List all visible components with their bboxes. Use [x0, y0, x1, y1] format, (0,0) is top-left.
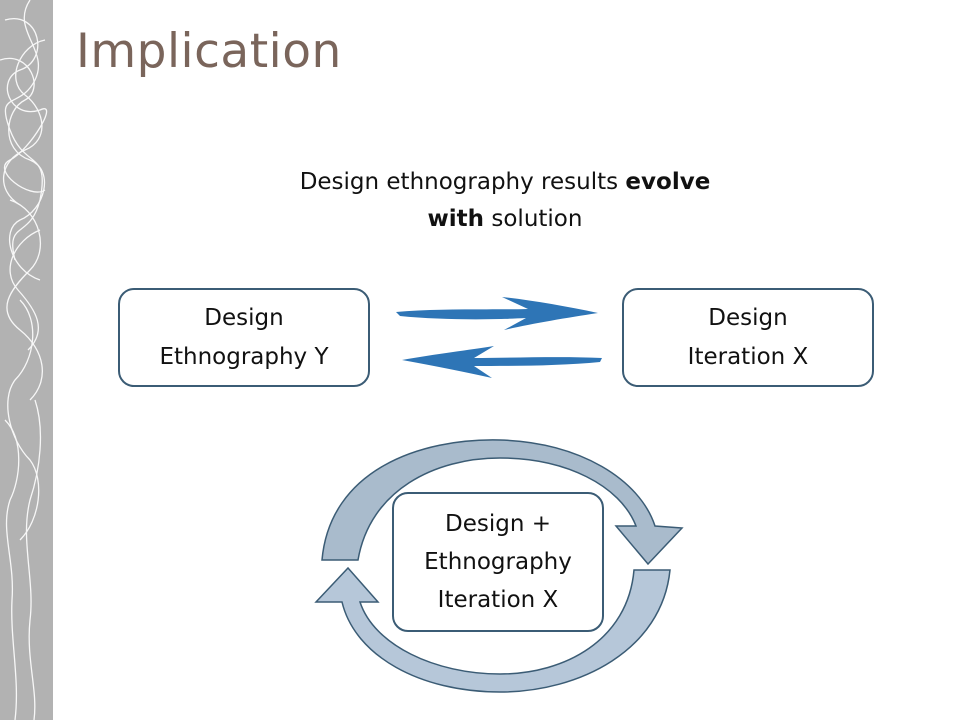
decorative-sidebar — [0, 0, 53, 720]
box-label-line: Iteration X — [437, 587, 559, 613]
box-label-line: Design — [204, 304, 284, 331]
design-iteration-box: Design Iteration X — [622, 288, 874, 387]
box-label-line: Design — [708, 304, 788, 331]
right-arrow-icon — [396, 297, 598, 330]
cycle-arrow-top-icon — [321, 439, 684, 566]
design-plus-ethnography-box: Design + Ethnography Iteration X — [392, 492, 604, 632]
exchange-arrows — [396, 297, 602, 378]
squiggle-pattern — [0, 0, 48, 720]
design-ethnography-box: Design Ethnography Y — [118, 288, 370, 387]
cycle-arrow-bottom-icon — [314, 566, 671, 693]
subtitle-bold-1: evolve — [625, 169, 711, 195]
slide-subtitle: Design ethnography results evolve with s… — [255, 164, 755, 238]
box-label-line: Ethnography Y — [159, 343, 329, 370]
box-label-line: Iteration X — [687, 343, 809, 370]
subtitle-text-1: Design ethnography results — [299, 169, 626, 195]
box-label-line: Design + — [445, 511, 551, 537]
left-arrow-icon — [402, 346, 602, 378]
subtitle-bold-2: with — [427, 206, 485, 232]
box-label-line: Ethnography — [424, 549, 572, 575]
iteration-cycle — [314, 439, 684, 693]
subtitle-text-2: solution — [484, 206, 583, 232]
slide-title: Implication — [76, 24, 342, 79]
